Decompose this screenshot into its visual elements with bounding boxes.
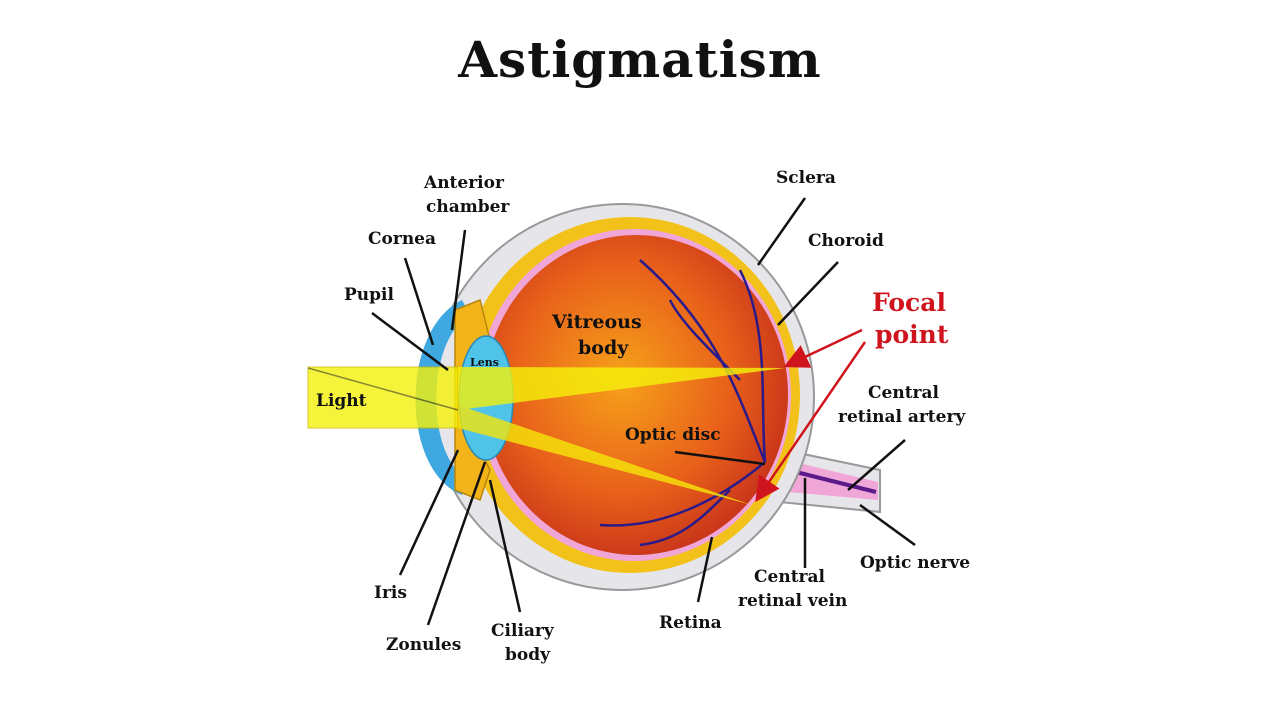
label-cornea: Cornea bbox=[368, 229, 436, 249]
label-anterior-chamber-2: chamber bbox=[426, 197, 510, 217]
label-vitreous-2: body bbox=[578, 337, 629, 359]
label-ciliary-body-2: body bbox=[505, 645, 551, 665]
leader-lines bbox=[371, 197, 916, 626]
light-beams bbox=[307, 366, 785, 505]
label-optic-disc: Optic disc bbox=[625, 425, 721, 445]
label-lens: Lens bbox=[470, 356, 499, 369]
label-retina: Retina bbox=[659, 613, 722, 633]
label-optic-nerve: Optic nerve bbox=[860, 553, 970, 573]
label-focal-point-1: Focal bbox=[872, 288, 946, 317]
label-central-retinal-artery-2: retinal artery bbox=[838, 407, 966, 427]
label-central-retinal-vein-1: Central bbox=[754, 567, 826, 587]
cornea-shape bbox=[415, 300, 470, 495]
focal-arrow-upper bbox=[783, 328, 863, 368]
label-light: Light bbox=[316, 391, 367, 411]
focal-arrow-lower bbox=[755, 341, 867, 503]
label-anterior-chamber-1: Anterior bbox=[423, 173, 505, 193]
label-ciliary-body-1: Ciliary bbox=[491, 621, 555, 641]
label-sclera: Sclera bbox=[776, 168, 836, 188]
label-zonules: Zonules bbox=[386, 635, 461, 655]
label-choroid: Choroid bbox=[808, 231, 884, 251]
vitreous-body-shape bbox=[484, 235, 788, 555]
label-vitreous-1: Vitreous bbox=[551, 311, 642, 333]
label-central-retinal-vein-2: retinal vein bbox=[738, 591, 847, 611]
label-pupil: Pupil bbox=[344, 285, 394, 305]
label-focal-point-2: point bbox=[875, 320, 949, 349]
label-iris: Iris bbox=[374, 583, 407, 603]
blood-vessels bbox=[599, 259, 767, 547]
diagram-title: Astigmatism bbox=[458, 30, 822, 89]
label-central-retinal-artery-1: Central bbox=[868, 383, 940, 403]
